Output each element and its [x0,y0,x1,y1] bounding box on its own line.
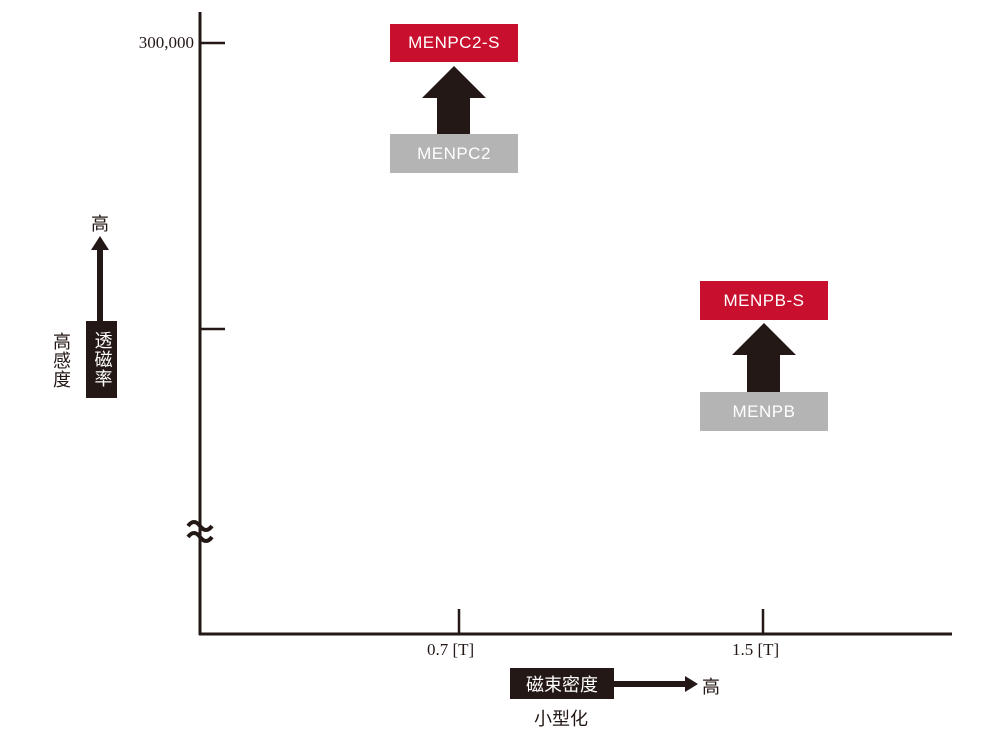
product-label-menpc2-s: MENPC2-S [390,24,518,62]
y-meaning-label: 高感度 [50,332,71,389]
x-meaning-label: 小型化 [534,709,588,730]
x-tick-label-1.5: 1.5 [T] [732,640,780,659]
upgrade-arrow-menpc2 [422,66,486,134]
y-high-label: 高 [91,214,109,235]
y-tick-label: 300,000 [138,33,194,52]
axis-break-icon [186,520,214,543]
upgrade-arrow-menpb [732,323,796,392]
x-axis-title: 磁束密度 [510,668,614,699]
x-high-label: 高 [702,677,720,698]
product-label-menpb-s: MENPB-S [700,281,828,320]
y-direction-arrow [91,236,109,323]
product-label-menpc2: MENPC2 [390,134,518,173]
product-label-menpb: MENPB [700,392,828,431]
x-direction-arrow [612,676,698,692]
y-axis-title: 透磁率 [86,321,117,398]
x-tick-label-0.7: 0.7 [T] [427,640,475,659]
